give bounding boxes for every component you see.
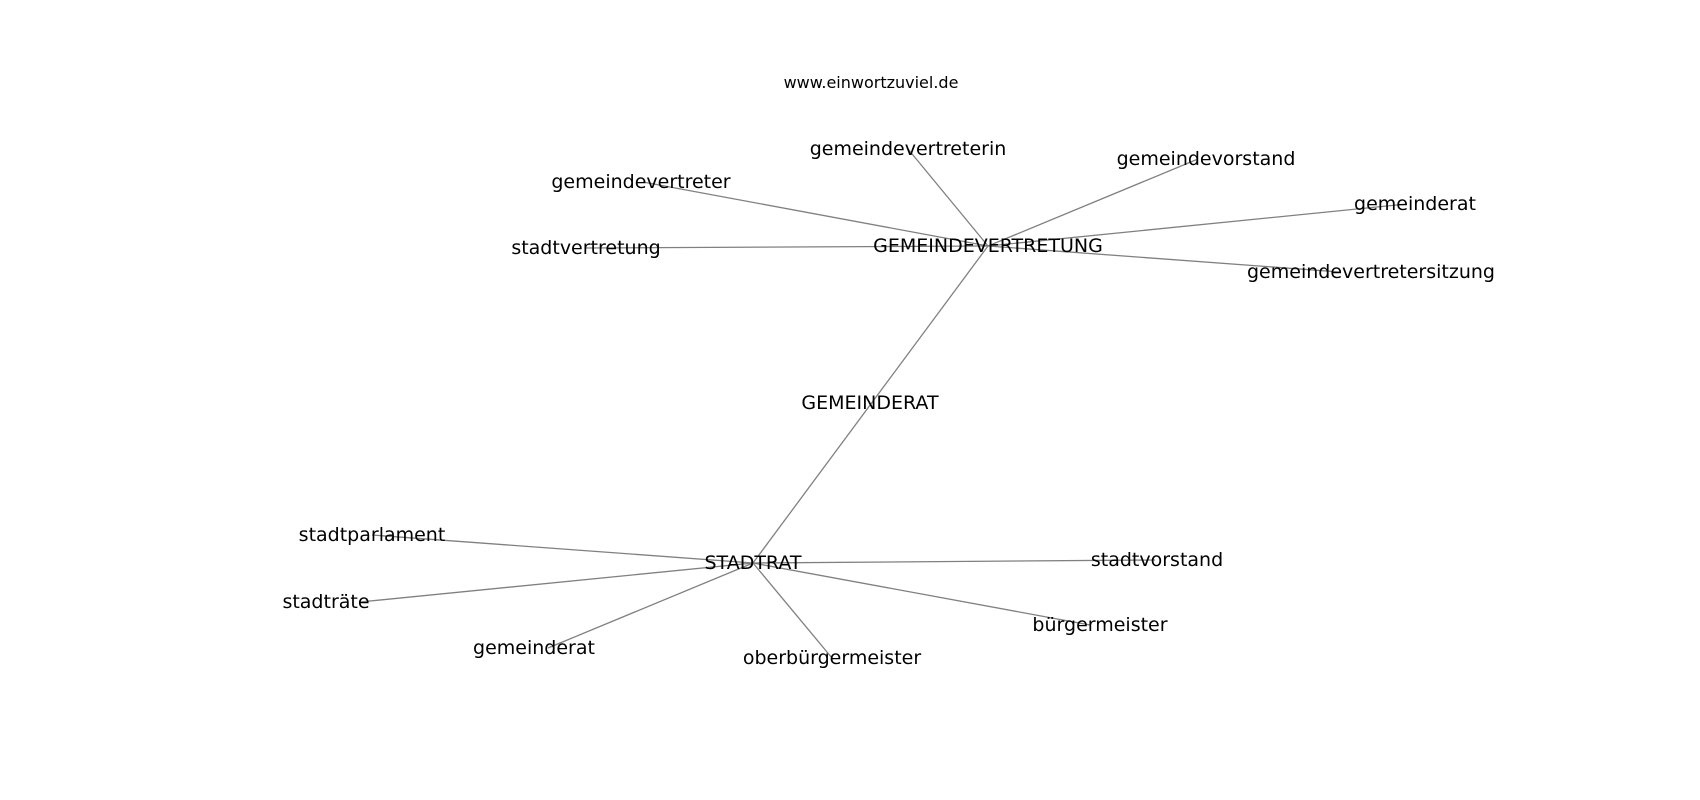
node-label-st_2: stadtvorstand — [1091, 549, 1223, 571]
node-label-hub_st: STADTRAT — [705, 552, 802, 574]
edge-hub_st-st_5 — [547, 562, 754, 649]
node-label-gv_6: gemeindevertretersitzung — [1247, 261, 1495, 283]
node-label-hub_gv: GEMEINDEVERTRETUNG — [873, 235, 1103, 257]
node-label-st_3: stadträte — [282, 591, 369, 613]
node-label-gv_1: gemeindevertreterin — [810, 138, 1007, 160]
node-label-gv_4: gemeinderat — [1354, 193, 1476, 215]
edge-hub_st-st_4 — [752, 562, 1091, 626]
node-label-st_6: oberbürgermeister — [743, 647, 922, 669]
edge-hub_gv-gv_5 — [585, 245, 989, 249]
edge-hub_gv-hub_st — [752, 245, 989, 564]
node-label-st_5: gemeinderat — [473, 637, 595, 659]
edge-hub_gv-gv_1 — [907, 148, 989, 247]
edge-hub_gv-gv_6 — [987, 245, 1341, 273]
node-label-st_1: stadtparlament — [299, 524, 446, 546]
node-label-gv_5: stadtvertretung — [511, 237, 660, 259]
edge-hub_gv-gv_3 — [642, 181, 989, 247]
edge-layer — [359, 148, 1408, 659]
edge-hub_st-st_1 — [371, 534, 754, 564]
edge-hub_st-st_3 — [359, 562, 754, 603]
node-label-st_4: bürgermeister — [1032, 614, 1167, 636]
edge-hub_gv-gv_4 — [987, 203, 1408, 247]
edge-hub_st-st_6 — [752, 562, 833, 659]
node-label-gv_2: gemeindevorstand — [1117, 148, 1296, 170]
source-url: www.einwortzuviel.de — [784, 73, 959, 92]
label-layer: www.einwortzuviel.de GEMEINDERAT GEMEINDE… — [282, 73, 1495, 669]
edge-hub_st-st_2 — [752, 559, 1156, 564]
edge-hub_gv-gv_2 — [987, 158, 1199, 247]
node-label-gv_3: gemeindevertreter — [551, 171, 730, 193]
node-label-center: GEMEINDERAT — [801, 392, 939, 414]
